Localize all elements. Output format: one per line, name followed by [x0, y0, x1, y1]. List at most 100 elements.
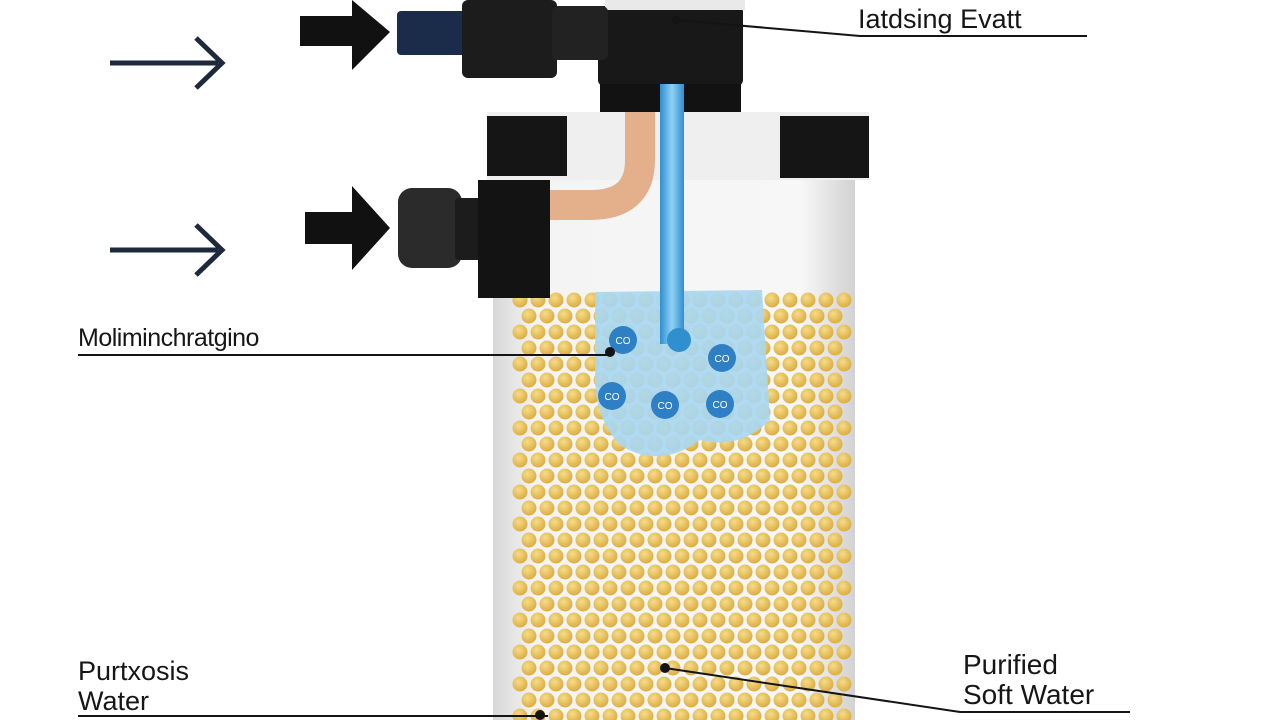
resin-bead: [665, 564, 681, 580]
resin-bead: [557, 596, 573, 612]
resin-bead: [539, 660, 555, 676]
resin-bead: [566, 484, 582, 500]
resin-bead: [530, 676, 546, 692]
resin-bead: [836, 612, 852, 628]
resin-bead: [557, 436, 573, 452]
upper-inlet-nut: [397, 11, 467, 55]
resin-bead: [773, 596, 789, 612]
resin-bead: [512, 324, 528, 340]
tank-cap-right: [780, 116, 869, 178]
resin-bead: [512, 452, 528, 468]
resin-bead: [764, 452, 780, 468]
resin-bead: [710, 580, 726, 596]
resin-bead: [782, 388, 798, 404]
resin-bead: [521, 372, 537, 388]
tube-outlet: [667, 328, 691, 352]
ion-badge-label: CO: [658, 401, 673, 412]
resin-bead: [530, 580, 546, 596]
resin-bead: [521, 692, 537, 708]
resin-bead: [773, 564, 789, 580]
resin-bead: [602, 484, 618, 500]
resin-bead: [818, 452, 834, 468]
resin-bead: [647, 660, 663, 676]
resin-bead: [818, 420, 834, 436]
resin-bead: [701, 564, 717, 580]
resin-bead: [755, 532, 771, 548]
resin-bead: [836, 548, 852, 564]
resin-bead: [593, 660, 609, 676]
resin-bead: [539, 500, 555, 516]
resin-bead: [557, 500, 573, 516]
resin-bead: [683, 564, 699, 580]
resin-bead: [764, 612, 780, 628]
ion-badge-label: CO: [616, 336, 631, 347]
resin-bead: [683, 692, 699, 708]
resin-bead: [656, 612, 672, 628]
resin-bead: [557, 372, 573, 388]
upper-elbow: [552, 6, 608, 60]
resin-bead: [638, 516, 654, 532]
resin-bead: [584, 580, 600, 596]
resin-bead: [782, 708, 798, 720]
resin-bead: [575, 660, 591, 676]
resin-bead: [593, 628, 609, 644]
resin-bead: [656, 484, 672, 500]
resin-bead: [818, 580, 834, 596]
resin-bead: [827, 660, 843, 676]
resin-bead: [584, 644, 600, 660]
ion-badge: CO: [598, 382, 626, 410]
resin-bead: [800, 388, 816, 404]
resin-bead: [629, 500, 645, 516]
resin-bead: [710, 708, 726, 720]
resin-bead: [809, 692, 825, 708]
resin-bead: [836, 292, 852, 308]
resin-bead: [665, 500, 681, 516]
distributor-tube: [660, 84, 684, 344]
resin-bead: [782, 580, 798, 596]
resin-bead: [773, 340, 789, 356]
resin-bead: [548, 548, 564, 564]
resin-bead: [746, 548, 762, 564]
resin-bead: [521, 436, 537, 452]
resin-bead: [719, 660, 735, 676]
resin-bead: [629, 660, 645, 676]
resin-bead: [683, 532, 699, 548]
resin-bead: [836, 580, 852, 596]
resin-bead: [548, 420, 564, 436]
upper-flow-arrow: [300, 0, 390, 70]
resin-bead: [809, 596, 825, 612]
resin-bead: [629, 628, 645, 644]
resin-bead: [512, 356, 528, 372]
resin-bead: [521, 628, 537, 644]
resin-bead: [647, 532, 663, 548]
resin-bead: [818, 708, 834, 720]
valve-head: [598, 6, 743, 86]
resin-bead: [620, 676, 636, 692]
resin-bead: [674, 644, 690, 660]
label-left: Moliminchratgino: [78, 324, 259, 352]
resin-bead: [548, 484, 564, 500]
resin-bead: [719, 692, 735, 708]
resin-bead: [818, 612, 834, 628]
resin-bead: [764, 420, 780, 436]
resin-bead: [773, 468, 789, 484]
resin-bead: [656, 580, 672, 596]
label-bottom-right: Purified Soft Water: [963, 649, 1095, 710]
resin-bead: [764, 580, 780, 596]
resin-bead: [629, 596, 645, 612]
resin-bead: [566, 516, 582, 532]
resin-bead: [647, 692, 663, 708]
resin-bead: [773, 660, 789, 676]
resin-bead: [512, 548, 528, 564]
resin-bead: [665, 532, 681, 548]
resin-bead: [755, 500, 771, 516]
resin-bead: [611, 692, 627, 708]
resin-bead: [602, 548, 618, 564]
resin-bead: [692, 548, 708, 564]
resin-bead: [728, 612, 744, 628]
resin-bead: [575, 308, 591, 324]
ion-badge: CO: [706, 390, 734, 418]
resin-bead: [782, 676, 798, 692]
resin-bead: [764, 708, 780, 720]
